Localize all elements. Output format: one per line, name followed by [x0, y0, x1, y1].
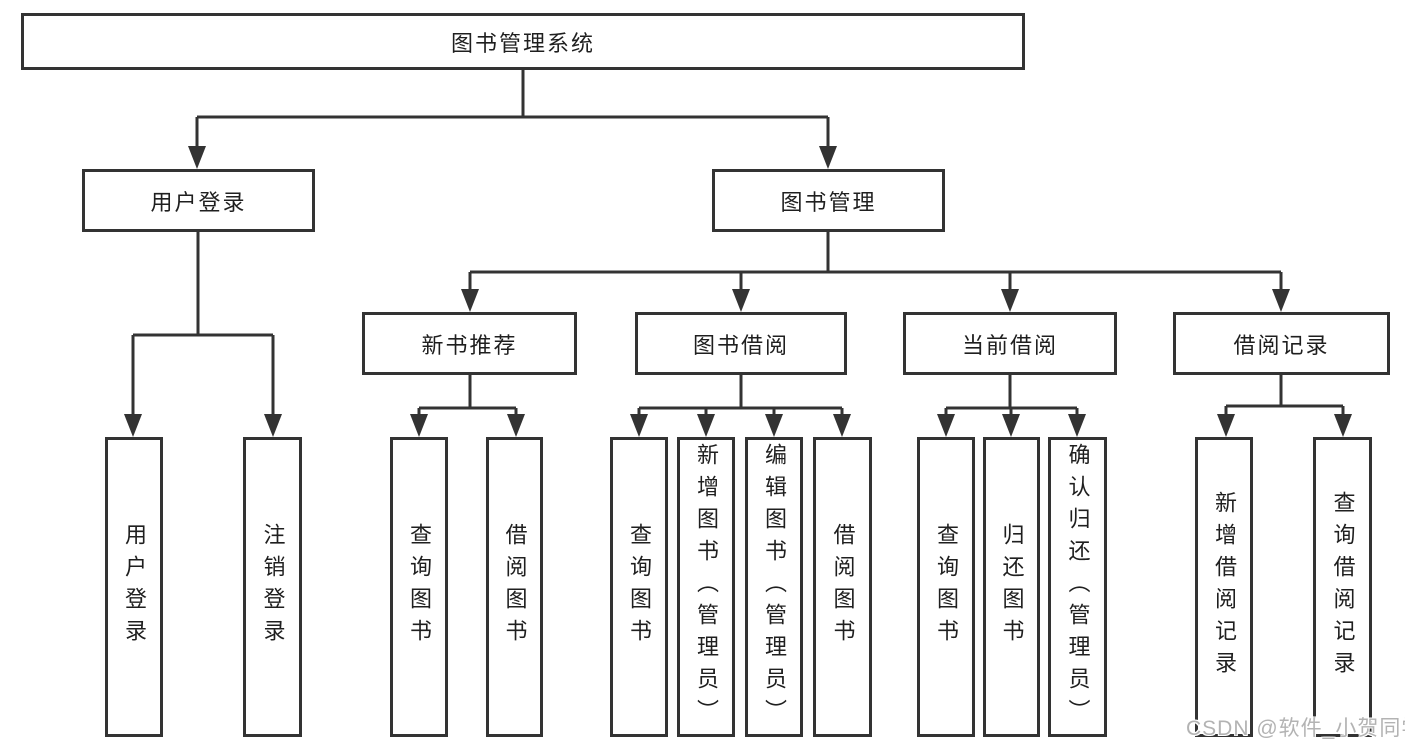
leaf-confirm-return-admin: 确认归还（管理员）: [1048, 437, 1107, 737]
leaf-logout-login: 注销登录: [243, 437, 302, 737]
csdn-watermark: CSDN @软件_小贺同学: [1186, 717, 1405, 740]
node-book-borrowing: 图书借阅: [635, 312, 847, 375]
leaf-add-borrow-record: 新增借阅记录: [1195, 437, 1253, 737]
node-current-borrowing: 当前借阅: [903, 312, 1117, 375]
node-user-login: 用户登录: [82, 169, 315, 232]
node-new-book-recommendation: 新书推荐: [362, 312, 577, 375]
leaf-return-books: 归还图书: [983, 437, 1040, 737]
node-borrowing-records: 借阅记录: [1173, 312, 1390, 375]
leaf-current-query-books: 查询图书: [917, 437, 975, 737]
leaf-borrow-query-books: 查询图书: [610, 437, 668, 737]
leaf-user-login: 用户登录: [105, 437, 163, 737]
leaf-edit-books-admin: 编辑图书（管理员）: [745, 437, 803, 737]
leaf-recommend-query-books: 查询图书: [390, 437, 448, 737]
leaf-query-borrow-record: 查询借阅记录: [1313, 437, 1372, 737]
leaf-borrow-books: 借阅图书: [813, 437, 872, 737]
node-library-management-system: 图书管理系统: [21, 13, 1025, 70]
node-book-management: 图书管理: [712, 169, 945, 232]
leaf-recommend-borrow-books: 借阅图书: [486, 437, 543, 737]
leaf-add-books-admin: 新增图书（管理员）: [677, 437, 735, 737]
